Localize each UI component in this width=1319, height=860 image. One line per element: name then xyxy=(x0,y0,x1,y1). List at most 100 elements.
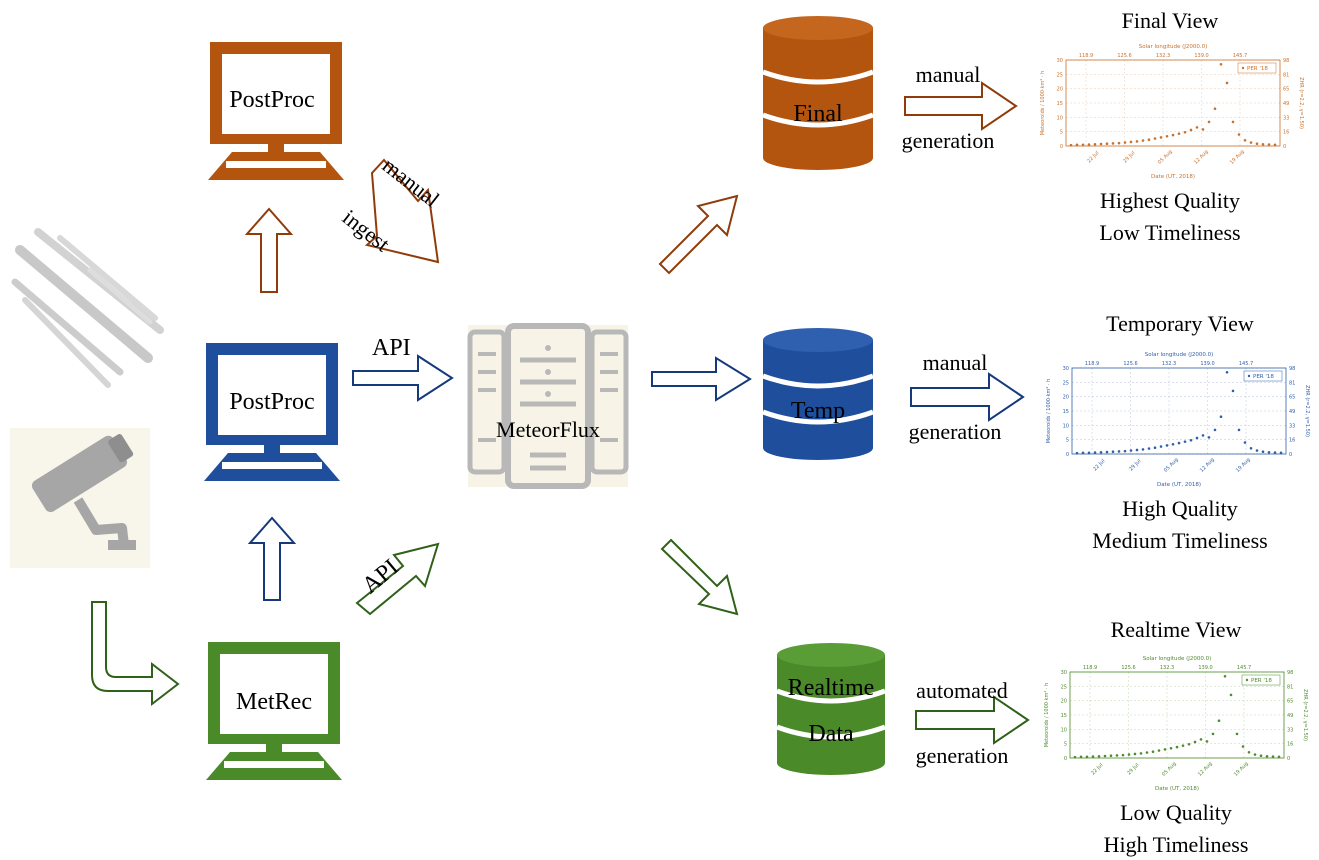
y-tick-label: 10 xyxy=(1063,423,1069,429)
api-mid-label: API xyxy=(372,335,411,361)
data-point xyxy=(1171,442,1175,446)
y-tick-label: 15 xyxy=(1061,713,1067,719)
monitor-postproc-top-icon xyxy=(208,42,344,180)
data-point xyxy=(1099,450,1103,454)
y-tick-label: 30 xyxy=(1057,58,1063,64)
y-tick-label: 10 xyxy=(1057,115,1063,121)
data-point xyxy=(1123,449,1127,453)
top-tick-label: 139.0 xyxy=(1200,361,1214,367)
data-point xyxy=(1097,754,1101,758)
data-point xyxy=(1153,137,1157,140)
x-tick-label: 22 Jul xyxy=(1086,150,1100,164)
y2-tick-label: 65 xyxy=(1287,699,1293,705)
top-tick-label: 132.3 xyxy=(1156,53,1170,59)
top-tick-label: 145.7 xyxy=(1239,361,1253,367)
top-tick-label: 132.3 xyxy=(1162,361,1176,367)
top-axis-label: Solar longitude (J2000.0) xyxy=(1143,656,1212,662)
arrow-server-to-realtime xyxy=(660,538,739,616)
data-point xyxy=(1247,750,1251,754)
x-tick-label: 05 Aug xyxy=(1163,457,1180,474)
legend-label: PER '18 xyxy=(1253,374,1274,380)
y-tick-label: 15 xyxy=(1057,101,1063,107)
final-gen-label-2: generation xyxy=(901,128,995,153)
y2-tick-label: 65 xyxy=(1289,395,1295,401)
y2-tick-label: 16 xyxy=(1287,742,1293,748)
legend-box xyxy=(1241,674,1281,686)
arrow-final-generation xyxy=(904,81,1018,131)
x-tick-label: 12 Aug xyxy=(1197,761,1214,778)
data-point xyxy=(1273,143,1277,147)
data-point xyxy=(1253,753,1257,756)
legend-marker xyxy=(1247,374,1251,378)
postproc-top-label: PostProc xyxy=(229,87,315,113)
y2-tick-label: 81 xyxy=(1287,684,1293,690)
data-point xyxy=(1117,450,1121,453)
camera-icon xyxy=(10,428,150,568)
data-point xyxy=(1111,450,1115,454)
top-tick-label: 125.6 xyxy=(1117,53,1131,59)
y-tick-label: 30 xyxy=(1061,670,1067,676)
y2-tick-label: 98 xyxy=(1289,366,1295,372)
data-point xyxy=(1183,130,1187,134)
realtime-view-quality: Low Quality xyxy=(1120,800,1232,825)
top-tick-label: 145.7 xyxy=(1237,665,1251,671)
top-tick-label: 118.9 xyxy=(1079,53,1093,59)
legend-box xyxy=(1243,370,1283,382)
data-point xyxy=(1121,753,1125,757)
y-tick-label: 20 xyxy=(1063,395,1069,401)
data-point xyxy=(1081,451,1085,455)
top-tick-label: 145.7 xyxy=(1233,53,1247,59)
database-realtime-icon xyxy=(776,643,886,775)
arrow-up-metrec-to-postproc xyxy=(247,516,297,601)
legend-label: PER '18 xyxy=(1247,66,1268,72)
top-tick-label: 139.0 xyxy=(1194,53,1208,59)
arrow-server-to-final xyxy=(658,194,739,275)
x-tick-label: 19 Aug xyxy=(1229,149,1246,166)
data-point xyxy=(1255,449,1259,452)
top-tick-label: 118.9 xyxy=(1083,665,1097,671)
y2-axis-label: ZHR (r=2.2, γ=1.50) xyxy=(1304,385,1310,437)
data-point xyxy=(1243,138,1247,142)
y2-tick-label: 65 xyxy=(1283,87,1289,93)
data-point xyxy=(1085,755,1089,759)
data-point xyxy=(1241,745,1245,748)
data-point xyxy=(1093,451,1097,454)
data-point xyxy=(1127,753,1131,756)
database-temp-icon xyxy=(762,328,874,460)
data-point xyxy=(1079,755,1083,759)
legend-marker xyxy=(1241,66,1245,70)
final-view-title: Final View xyxy=(1121,8,1219,33)
rt-gen-label-1: automated xyxy=(916,678,1008,703)
x-tick-label: 29 Jul xyxy=(1128,458,1142,472)
top-tick-label: 125.6 xyxy=(1121,665,1135,671)
data-point xyxy=(1165,134,1169,138)
y2-tick-label: 16 xyxy=(1289,438,1295,444)
data-point xyxy=(1259,754,1263,758)
y2-axis-label: ZHR (r=2.2, γ=1.50) xyxy=(1302,689,1308,741)
y-tick-label: 25 xyxy=(1061,684,1067,690)
arrow-api-mid xyxy=(352,354,454,402)
data-point xyxy=(1201,128,1205,131)
database-final-icon xyxy=(762,16,874,170)
data-point xyxy=(1069,143,1073,147)
x-tick-label: 29 Jul xyxy=(1122,150,1136,164)
data-point xyxy=(1075,143,1079,147)
y2-tick-label: 16 xyxy=(1283,130,1289,136)
data-point xyxy=(1225,371,1229,374)
top-tick-label: 132.3 xyxy=(1160,665,1174,671)
top-axis-label: Solar longitude (J2000.0) xyxy=(1139,44,1208,50)
data-point xyxy=(1135,140,1139,143)
data-point xyxy=(1147,138,1151,141)
data-point xyxy=(1255,142,1259,146)
data-point xyxy=(1175,745,1179,749)
data-point xyxy=(1207,120,1211,124)
data-point xyxy=(1115,754,1119,757)
data-point xyxy=(1237,133,1241,136)
y-tick-label: 25 xyxy=(1057,72,1063,78)
top-tick-label: 125.6 xyxy=(1123,361,1137,367)
x-tick-label: 22 Jul xyxy=(1090,762,1104,776)
